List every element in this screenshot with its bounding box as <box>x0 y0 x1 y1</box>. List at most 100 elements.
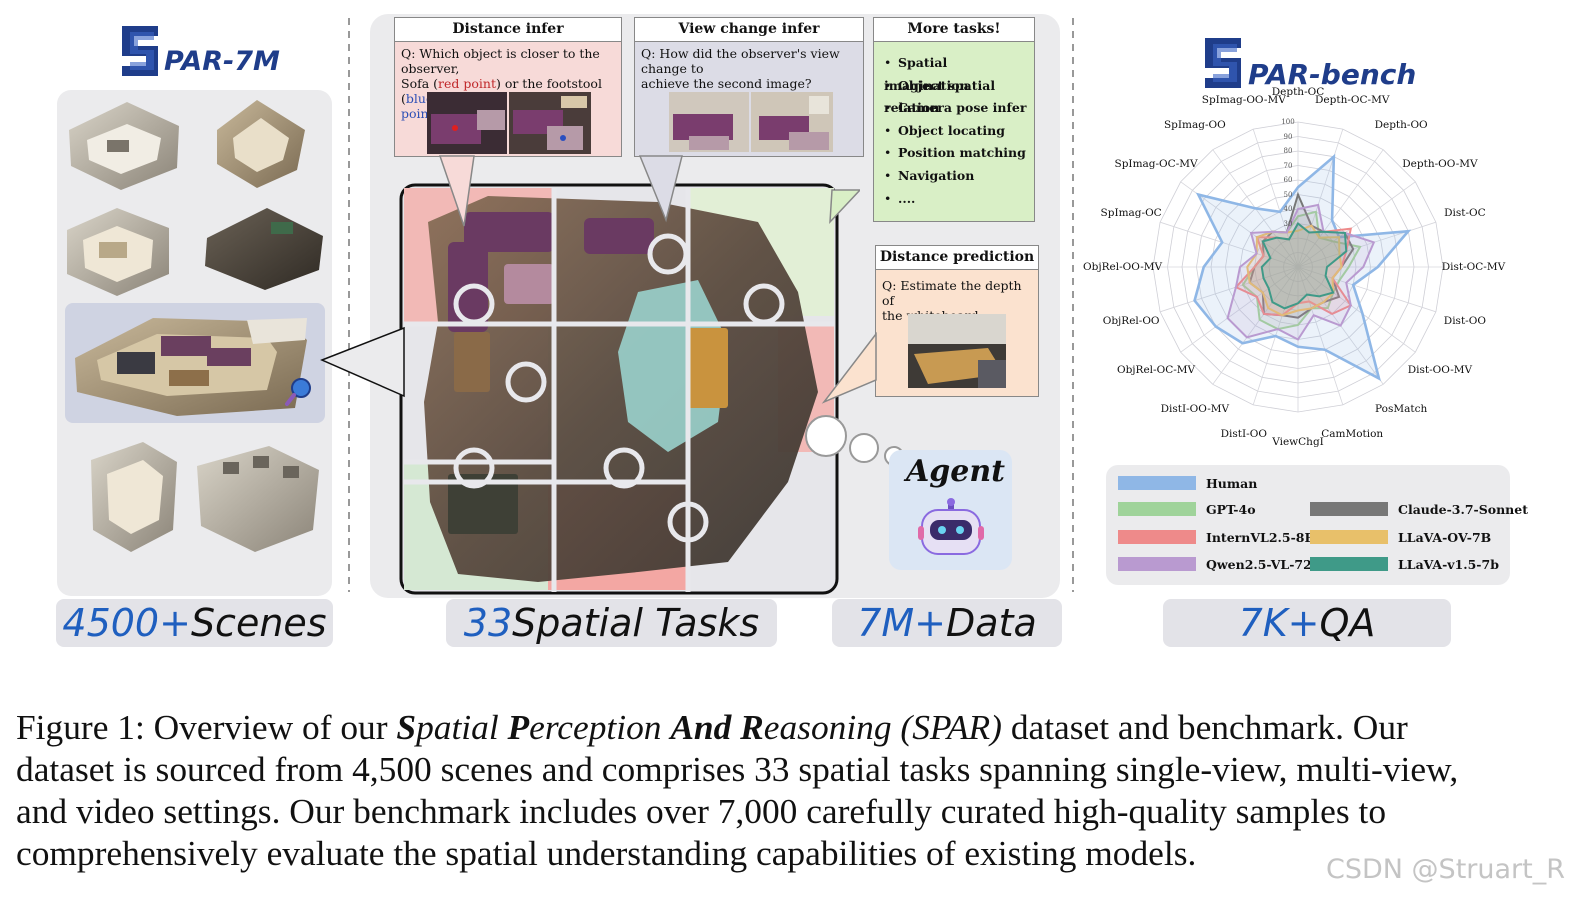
radar-axis-label: SpImag-OC-MV <box>1114 157 1198 170</box>
radar-axis-label: Depth-OO <box>1374 119 1428 132</box>
radar-axis-label: DistI-OO-MV <box>1160 402 1230 415</box>
radar-series-human <box>1193 153 1412 381</box>
caption-line-1: Figure 1: Overview of our Spatial Percep… <box>16 707 1408 747</box>
radar-chart <box>1152 121 1444 413</box>
csdn-watermark: CSDN @Struart_R <box>1326 854 1565 885</box>
spar-logo-icon <box>122 26 158 76</box>
radar-spoke <box>1297 266 1344 406</box>
radar-tick-label: 90 <box>1283 132 1293 141</box>
legend-item: LLaVA-v1.5-7b <box>1310 556 1499 572</box>
radar-axis-label: SpImag-OO <box>1163 119 1226 132</box>
radar-axis-label: ObjRel-OC-MV <box>1116 364 1196 377</box>
radar-tick-label: 80 <box>1283 147 1293 155</box>
view-change-infer-box: View change infer Q: How did the observe… <box>634 17 864 157</box>
radar-axis-label: Dist-OC-MV <box>1441 261 1506 273</box>
more-tasks-box: More tasks! Spatial imagination Object s… <box>873 17 1035 222</box>
question-pointers <box>438 155 860 227</box>
list-item: Object spatial relation <box>884 75 1034 116</box>
spar-7m-logo-text: PAR-7M <box>164 46 280 77</box>
legend-label: LLaVA-OV-7B <box>1398 529 1492 545</box>
radar-series-llava-v1-5-7b <box>1260 221 1348 310</box>
radar-spoke <box>1159 266 1299 313</box>
radar-axis-label: Depth-OC <box>1271 85 1325 98</box>
radar-axis-label: Depth-OO-MV <box>1402 157 1478 170</box>
radar-series-claude-3-7-sonnet <box>1248 191 1355 319</box>
radar-axis-label: ObjRel-OO <box>1102 315 1160 328</box>
prediction-pointer <box>821 331 877 404</box>
radar-series-qwen2-5-vl-72b <box>1226 203 1376 341</box>
radar-axis-label: SpImag-OO-MV <box>1201 94 1286 107</box>
radar-axis-label: Depth-OC-MV <box>1314 94 1390 107</box>
more-tasks-title: More tasks! <box>874 18 1034 42</box>
legend-swatch <box>1118 476 1196 490</box>
radar-spoke <box>1180 266 1299 353</box>
view-change-images <box>669 92 833 152</box>
agent-label: Agent <box>906 454 1006 489</box>
legend-item: LLaVA-OV-7B <box>1310 529 1491 545</box>
radar-tick-label: 70 <box>1283 161 1293 170</box>
qa-banner: 7K+ QA <box>1163 599 1451 647</box>
radar-spoke <box>1297 266 1416 353</box>
qa-label: QA <box>1319 601 1376 645</box>
legend-label: Claude-3.7-Sonnet <box>1398 501 1528 517</box>
qa-count: 7K+ <box>1238 601 1320 645</box>
list-item: Position matching <box>884 142 1034 165</box>
radar-axis-label: Dist-OO <box>1443 315 1486 328</box>
legend-swatch <box>1310 530 1388 544</box>
whiteboard-image <box>908 314 1006 388</box>
legend-item: Human <box>1118 475 1257 491</box>
puzzle-floorplan <box>399 183 839 595</box>
radar-tick-label: 100 <box>1281 118 1295 126</box>
view-change-infer-title: View change infer <box>635 18 863 42</box>
radar-tick-label: 60 <box>1283 176 1293 184</box>
spar-bench-logo-icon <box>1205 38 1241 88</box>
caption-line-2: dataset is sourced from 4,500 scenes and… <box>16 749 1459 789</box>
zoom-callout <box>320 326 405 398</box>
tasks-label: Spatial Tasks <box>512 601 760 645</box>
radar-spoke <box>1297 181 1416 268</box>
legend-item: Claude-3.7-Sonnet <box>1310 501 1528 517</box>
radar-tick-label: 40 <box>1283 205 1293 213</box>
radar-axis-label: ViewChgI <box>1272 436 1324 449</box>
spar-bench-logo-text: PAR-bench <box>1248 58 1417 91</box>
radar-spoke <box>1252 128 1299 268</box>
legend-label: Qwen2.5-VL-72b <box>1206 556 1321 572</box>
scenes-count: 4500+ <box>62 601 191 645</box>
legend-item: InternVL2.5-8B <box>1118 529 1315 545</box>
radar-spoke <box>1297 266 1437 313</box>
robot-icon <box>918 498 984 555</box>
legend-label: Human <box>1206 475 1258 491</box>
list-item: Object locating <box>884 120 1034 143</box>
legend-item: GPT-4o <box>1118 501 1256 517</box>
legend-label: GPT-4o <box>1206 501 1256 517</box>
distance-infer-images <box>427 92 591 154</box>
scenes-label: Scenes <box>190 601 327 645</box>
caption-line-3: and video settings. Our benchmark includ… <box>16 791 1387 831</box>
distance-prediction-box: Distance prediction Q: Estimate the dept… <box>875 245 1039 397</box>
more-tasks-list: Spatial imagination Object spatial relat… <box>884 52 1034 210</box>
radar-tick-label: 50 <box>1283 190 1293 199</box>
data-label: Data <box>946 601 1037 645</box>
caption-line-4: comprehensively evaluate the spatial und… <box>16 833 1197 873</box>
radar-spoke <box>1297 128 1344 268</box>
radar-axis-label: DistI-OO <box>1220 427 1267 440</box>
scene-thumbnails <box>65 100 325 552</box>
radar-axis-label: Dist-OO-MV <box>1407 364 1473 377</box>
list-item: Navigation <box>884 165 1034 188</box>
legend-label: LLaVA-v1.5-7b <box>1398 556 1499 572</box>
radar-axis-label: Dist-OC <box>1444 206 1486 219</box>
radar-spoke <box>1159 221 1299 268</box>
scenes-banner: 4500+ Scenes <box>56 599 333 647</box>
legend-swatch <box>1310 557 1388 571</box>
radar-tick-label: 30 <box>1283 219 1293 228</box>
data-count: 7M+ <box>857 601 947 645</box>
legend-swatch <box>1118 502 1196 516</box>
tasks-count: 33 <box>463 601 513 645</box>
legend-swatch <box>1118 530 1196 544</box>
radar-axis-label: SpImag-OC <box>1100 206 1162 219</box>
list-item: .... <box>884 188 1034 211</box>
list-item: Spatial imagination <box>884 52 1034 93</box>
legend-label: InternVL2.5-8B <box>1206 529 1316 545</box>
